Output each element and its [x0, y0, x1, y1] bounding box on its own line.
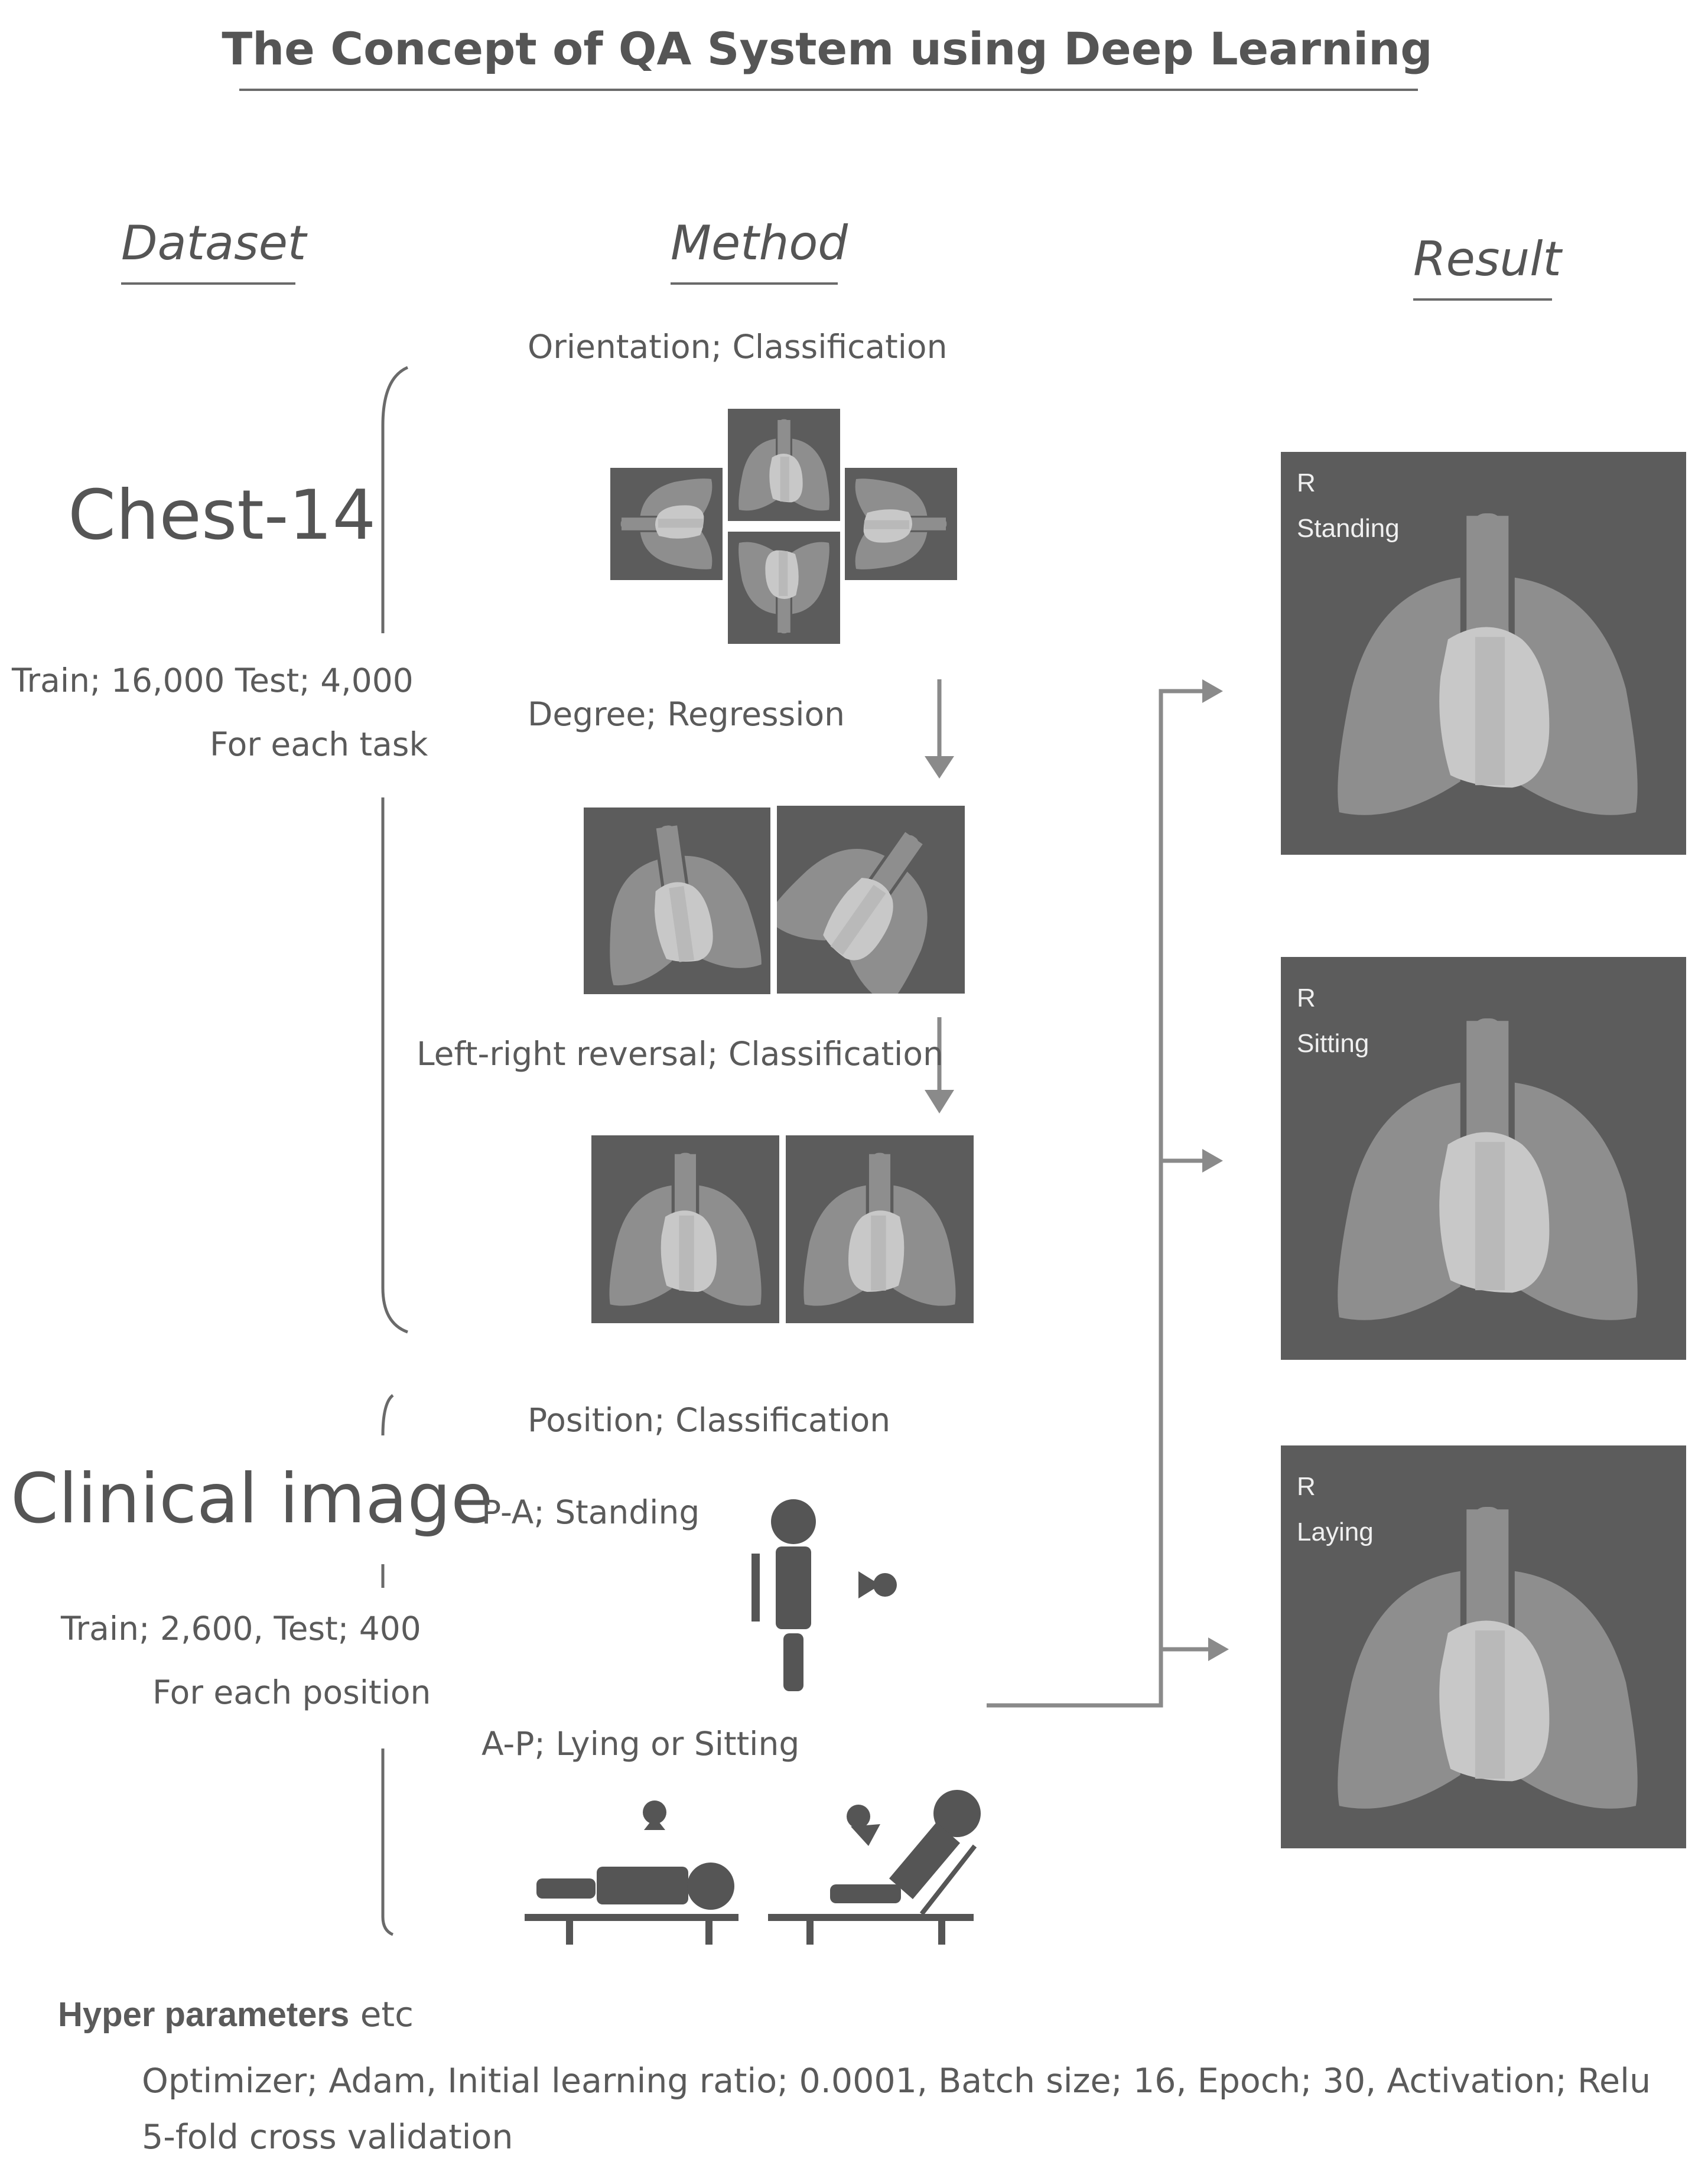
orientation-xray-up	[728, 409, 840, 521]
reversal-xray-2	[786, 1135, 974, 1323]
result-panel-sitting: R Sitting	[1281, 957, 1686, 1360]
result-marker: R	[1297, 984, 1316, 1012]
method-degree: Degree; Regression	[528, 695, 845, 733]
method-position: Position; Classification	[528, 1401, 891, 1439]
clinical-per-position: For each position	[152, 1673, 431, 1711]
column-header-dataset: Dataset	[121, 216, 307, 271]
clinical-bracket-bottom	[381, 1749, 394, 1936]
degree-xray-1	[584, 808, 770, 994]
method-ap-lying-sitting: A-P; Lying or Sitting	[482, 1725, 800, 1763]
method-orientation: Orientation; Classification	[528, 328, 948, 366]
chest14-per-task: For each task	[210, 725, 428, 763]
chest-bracket-top	[381, 366, 409, 633]
hyperparameters-heading-bold: Hyper parameters	[58, 1995, 350, 2034]
orientation-xray-left	[610, 468, 723, 580]
reversal-xray-1	[591, 1135, 779, 1323]
result-marker: R	[1297, 1472, 1316, 1501]
chest-bracket-bottom	[381, 797, 408, 1334]
dataset-chest14: Chest-14	[68, 476, 376, 555]
method-reversal: Left-right reversal; Classification	[417, 1035, 944, 1073]
degree-xray-2	[777, 806, 965, 994]
dataset-underline	[121, 282, 295, 285]
diagram-title: The Concept of QA System using Deep Lear…	[222, 22, 1433, 75]
dataset-clinical-image: Clinical image	[11, 1459, 493, 1539]
method-pa-standing: P-A; Standing	[482, 1493, 700, 1531]
result-panel-laying: R Laying	[1281, 1445, 1686, 1848]
chest14-counts: Train; 16,000 Test; 4,000	[12, 662, 414, 699]
orientation-xray-down	[728, 532, 840, 644]
column-header-method: Method	[671, 216, 848, 271]
clinical-counts: Train; 2,600, Test; 400	[61, 1610, 421, 1647]
clinical-bracket-top	[381, 1394, 394, 1436]
result-label-laying: Laying	[1297, 1518, 1374, 1546]
hyperparameters-line2: 5-fold cross validation	[142, 2118, 513, 2157]
column-header-result: Result	[1413, 232, 1561, 286]
result-label-standing: Standing	[1297, 514, 1400, 543]
result-marker: R	[1297, 468, 1316, 497]
hyperparameters-heading-rest: etc	[349, 1994, 414, 2034]
title-underline	[239, 89, 1418, 91]
orientation-xray-right	[845, 468, 957, 580]
result-panel-standing: R Standing	[1281, 452, 1686, 855]
result-label-sitting: Sitting	[1297, 1029, 1369, 1058]
method-underline	[671, 282, 838, 285]
result-underline	[1413, 298, 1552, 301]
hyperparameters-heading: Hyper parameters etc	[58, 1994, 414, 2034]
hyperparameters-line1: Optimizer; Adam, Initial learning ratio;…	[142, 2062, 1651, 2101]
